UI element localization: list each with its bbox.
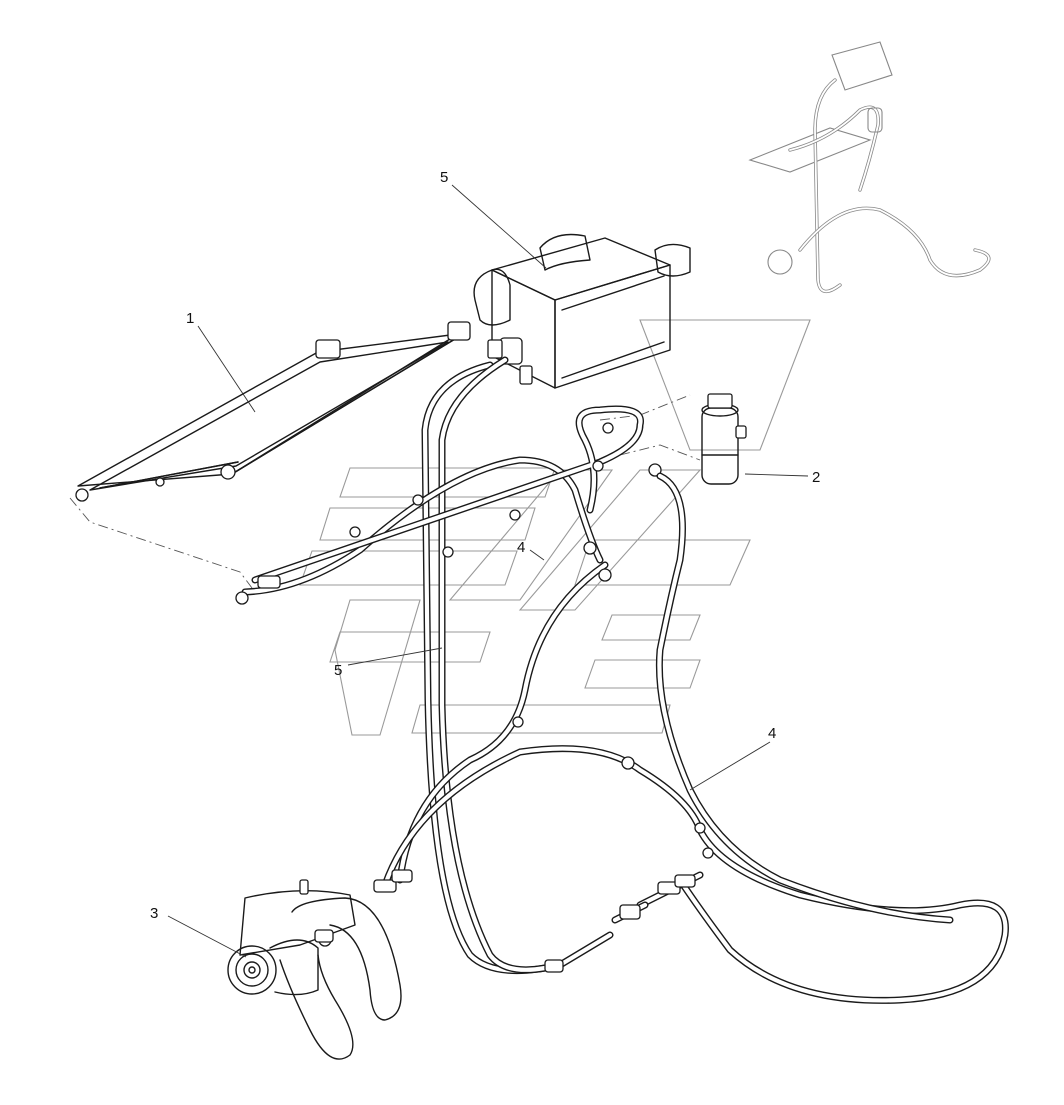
leader-lines (167, 184, 809, 958)
overview-thumbnail (748, 41, 991, 294)
hose-fittings (235, 422, 714, 973)
compressor (227, 879, 402, 1060)
refrigerant-hoses (241, 356, 1009, 1004)
callout-5-upper: 5 (440, 169, 448, 186)
callout-4-lower: 4 (768, 725, 776, 742)
evaporator-unit (473, 233, 691, 389)
callout-4-upper: 4 (517, 539, 525, 556)
callout-labels: 1 2 3 4 4 5 5 (150, 169, 820, 922)
callout-1: 1 (186, 310, 194, 327)
callout-2: 2 (812, 469, 820, 486)
callout-5-lower: 5 (334, 662, 342, 679)
callout-3: 3 (150, 905, 158, 922)
receiver-drier (648, 393, 747, 485)
condenser (75, 321, 471, 502)
